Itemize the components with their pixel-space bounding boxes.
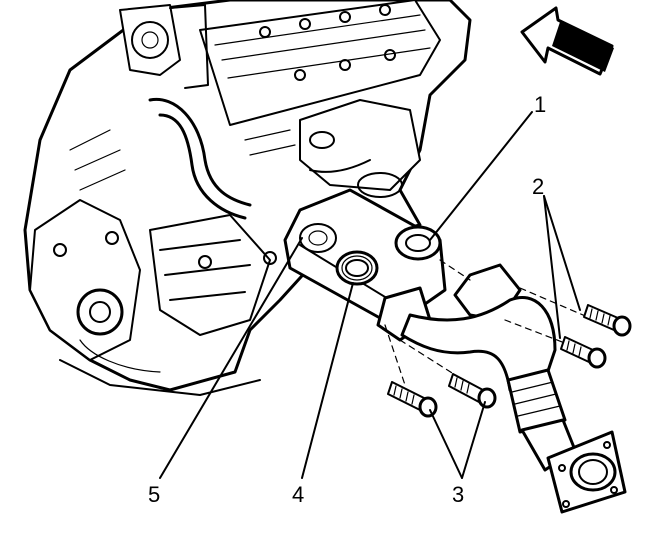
callout-3: 3 <box>452 482 464 507</box>
callout-labels: 1 2 3 4 5 <box>148 92 546 507</box>
gasket-ring <box>394 225 442 261</box>
bolt <box>560 336 607 369</box>
leader-lines <box>159 111 581 479</box>
callout-5: 5 <box>148 482 160 507</box>
front-arrow-icon <box>520 6 614 76</box>
callout-2: 2 <box>532 174 544 199</box>
callout-1: 1 <box>534 92 546 117</box>
bolt <box>583 304 632 337</box>
bolt <box>387 381 438 418</box>
assembly-lines <box>384 259 591 386</box>
exhaust-pipe <box>376 263 627 514</box>
engine-assembly <box>23 0 472 396</box>
callout-4: 4 <box>292 482 304 507</box>
seal-ring <box>335 250 379 286</box>
bolt <box>448 373 497 409</box>
